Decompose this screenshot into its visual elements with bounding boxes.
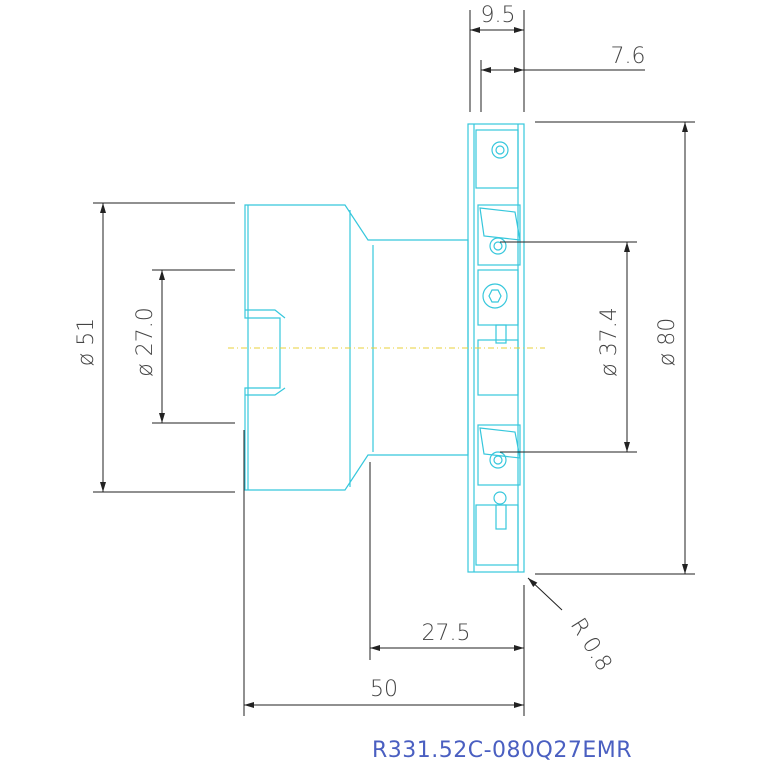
dim-len-27-5-label: 27.5: [422, 621, 471, 646]
insert-pocket: [475, 129, 519, 189]
dim-dia-37-4-label: ø 37.4: [597, 307, 622, 376]
dim-radius-label: R 0.8: [565, 614, 617, 676]
hex-socket-icon: [488, 289, 502, 303]
shank-outline: [244, 204, 469, 491]
screw-head: [495, 145, 505, 155]
insert-pocket: [477, 424, 521, 486]
dim-len-50-label: 50: [370, 677, 398, 702]
insert-wedge: [479, 427, 521, 459]
screw-head: [493, 241, 503, 251]
keyway-detail: [245, 309, 286, 319]
keyway-detail-lower: [245, 387, 286, 396]
screw-icon: [491, 141, 509, 159]
screw-icon: [489, 237, 507, 255]
dim-dia-27-label: ø 27.0: [133, 307, 158, 376]
dim-dia-80-label: ø 80: [655, 318, 680, 366]
clamp-slot: [495, 324, 507, 344]
part-number-caption: R331.52C-080Q27EMR: [372, 738, 632, 763]
dim-width-top-label: 9.5: [481, 3, 516, 28]
insert-wedge: [479, 207, 521, 241]
dim-dia-51-label: ø 51: [74, 318, 99, 366]
insert-pocket: [475, 504, 519, 566]
dimension-lines: [93, 10, 695, 716]
screw-icon: [489, 451, 507, 469]
screw-icon: [493, 491, 507, 505]
insert-pocket: [477, 269, 519, 326]
insert-pocket: [477, 339, 519, 396]
screw-head: [493, 455, 503, 465]
cutter-outline: [244, 123, 525, 573]
dim-radius-leader: [527, 577, 563, 611]
center-bolt-icon: [482, 283, 508, 309]
dim-insert-width-label: 7.6: [611, 44, 646, 69]
insert-pocket: [477, 204, 521, 266]
clamp-slot: [495, 504, 507, 530]
